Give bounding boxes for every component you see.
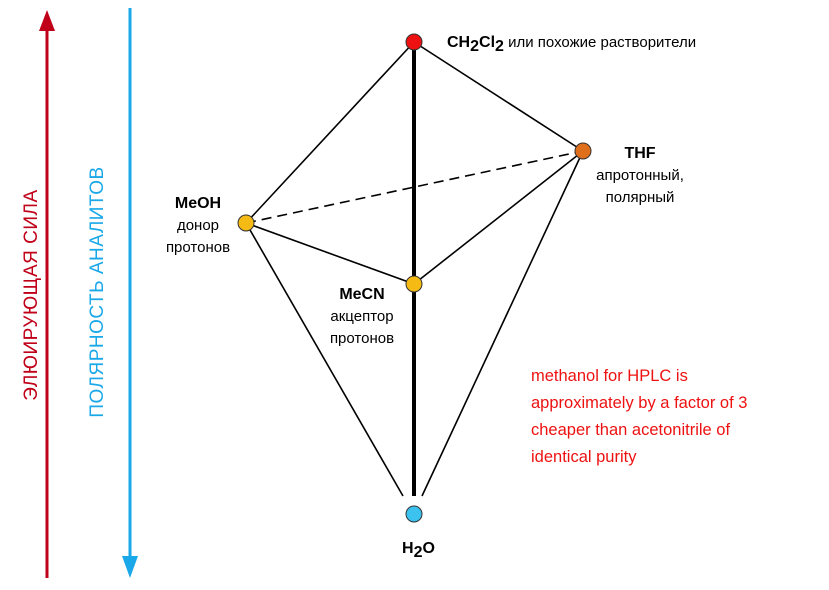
mecn-name: MeCN (339, 286, 384, 303)
tetrahedron-nodes (237, 33, 592, 523)
meoh-name: MeOH (175, 195, 221, 212)
eluent-strength-label: ЭЛЮИРУЮЩАЯ СИЛА (21, 189, 42, 400)
mecn-desc-line2: протонов (330, 330, 394, 347)
water-formula-o: O (422, 540, 434, 557)
analyte-polarity-arrowhead (122, 556, 138, 578)
node-dcm (405, 33, 423, 51)
edge-meoh-thf (245, 150, 584, 224)
eluent-strength-arrowhead (39, 10, 55, 31)
edge-thf-water (421, 150, 584, 497)
node-mecn (405, 275, 423, 293)
edge-dcm-thf (413, 41, 584, 152)
thf-name: THF (624, 145, 655, 162)
eluent-strength-axis: ЭЛЮИРУЮЩАЯ СИЛА (21, 10, 55, 578)
dcm-formula-sub2: 2 (495, 38, 504, 55)
edge-dcm-meoh (245, 41, 415, 224)
water-formula-h: H (402, 540, 414, 557)
dcm-formula-sub1: 2 (470, 38, 479, 55)
analyte-polarity-axis: ПОЛЯРНОСТЬ АНАЛИТОВ (87, 8, 138, 578)
edge-mecn-thf (413, 150, 584, 285)
node-meoh (237, 214, 255, 232)
edge-meoh-water (245, 222, 404, 497)
water-formula-sub: 2 (414, 544, 423, 561)
dcm-label: CH2Cl2 или похожие растворители (447, 34, 696, 55)
analyte-polarity-label: ПОЛЯРНОСТЬ АНАЛИТОВ (87, 166, 108, 417)
node-water (405, 505, 423, 523)
node-thf (574, 142, 592, 160)
meoh-desc-line1: донор (177, 217, 219, 234)
methanol-cost-note: methanol for HPLC is approximately by a … (531, 367, 748, 466)
dcm-formula-ch: CH (447, 34, 470, 51)
meoh-desc-line2: протонов (166, 239, 230, 256)
thf-desc-line1: апротонный, (596, 167, 684, 184)
mecn-desc-line1: акцептор (330, 308, 393, 325)
water-label: H2O (402, 540, 435, 561)
thf-desc-line2: полярный (606, 189, 675, 206)
tetrahedron-edges (245, 41, 584, 497)
dcm-formula-cl: Cl (479, 34, 495, 51)
edge-meoh-mecn (245, 222, 415, 285)
dcm-description: или похожие растворители (504, 34, 696, 51)
